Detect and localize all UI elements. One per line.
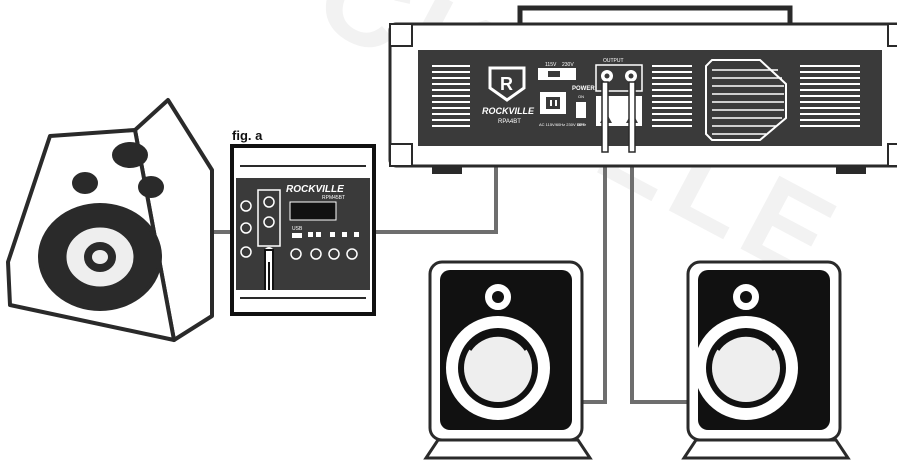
- ac-label: AC 115V/60Hz 230V 50Hz: [539, 122, 586, 127]
- amp-back-panel: [418, 50, 882, 146]
- output-label: OUTPUT: [603, 58, 624, 64]
- mixer-knobs: [290, 248, 358, 260]
- power-amplifier: R ROCKVILLE RPA4BT 115V 230V AC 115V/60H…: [388, 5, 897, 174]
- rockville-logo-icon: R: [488, 66, 526, 102]
- output-plug-right: [628, 81, 636, 153]
- output-plug-left: [601, 81, 609, 153]
- usb-port[interactable]: [292, 233, 302, 238]
- voltage-left-label: 115V: [545, 62, 557, 68]
- power-off-label: OFF: [577, 122, 586, 127]
- studio-monitor-right: [681, 260, 851, 460]
- power-on-label: ON: [578, 94, 584, 99]
- wedge-port: [72, 172, 98, 194]
- amp-vent-mid: [652, 65, 692, 127]
- amp-model: RPA4BT: [498, 119, 521, 125]
- fan-grill: [705, 59, 787, 141]
- mixer-display: [289, 201, 337, 221]
- svg-text:R: R: [500, 74, 513, 94]
- power-label: POWER: [572, 86, 595, 92]
- wedge-port: [138, 176, 164, 198]
- cables: [212, 148, 692, 404]
- amp-brand: ROCKVILLE: [482, 106, 535, 116]
- figure-label: fig. a: [232, 128, 263, 143]
- amp-handle: [517, 5, 793, 28]
- usb-label: USB: [292, 226, 303, 232]
- wedge-monitor-speaker: [6, 98, 214, 342]
- power-switch[interactable]: [576, 102, 586, 118]
- voltage-switch[interactable]: 115V 230V: [538, 62, 576, 80]
- studio-monitor-left: [423, 260, 593, 460]
- monitor-stand: [681, 438, 851, 460]
- mixer-brand: ROCKVILLE: [286, 184, 344, 195]
- mixer-model: RPM45BT: [322, 195, 345, 201]
- amp-vent-right: [800, 65, 860, 127]
- amp-foot: [836, 166, 866, 174]
- voltage-right-label: 230V: [562, 62, 574, 68]
- wedge-tweeter: [112, 142, 148, 168]
- cable-amp-to-mixer: [370, 166, 498, 234]
- mixer-buttons: [308, 232, 359, 237]
- ac-power-socket[interactable]: [540, 92, 566, 114]
- amp-vent-left: [432, 65, 470, 127]
- monitor-stand: [423, 438, 593, 460]
- cable-output-right: [630, 148, 692, 404]
- amp-foot: [432, 166, 462, 174]
- cable-output-left: [578, 148, 607, 404]
- mixer-panel-figure: ROCKVILLE RPM45BT USB: [230, 144, 376, 316]
